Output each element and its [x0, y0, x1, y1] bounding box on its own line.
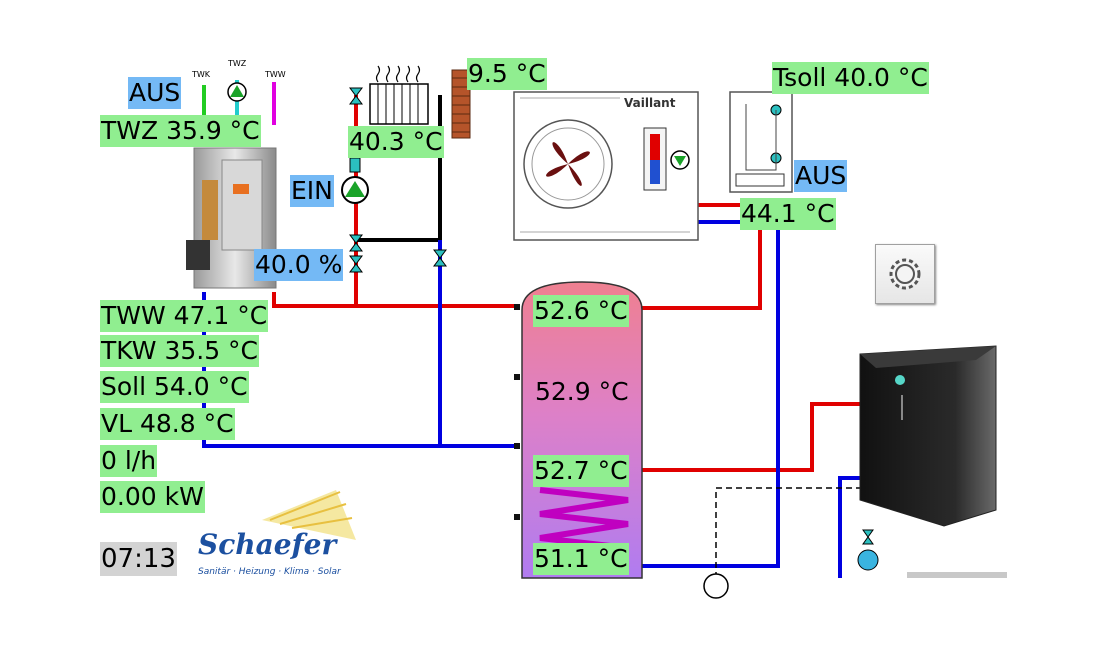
storage-tank: [514, 281, 643, 579]
heat-pump-status[interactable]: AUS: [794, 160, 848, 192]
tank-temp-bottom: 51.1 °C: [533, 543, 629, 575]
hp-flow-temp-label: 44.1 °C: [740, 198, 836, 230]
mixer-percent-label[interactable]: 40.0 %: [254, 249, 344, 281]
circulation-pump-icon: [227, 82, 247, 102]
flow-rate-label: 0 l/h: [100, 445, 158, 477]
soll-label: Soll 54.0 °C: [100, 371, 249, 403]
radiator-temp-label: 40.3 °C: [348, 126, 444, 158]
heating-pump-status[interactable]: EIN: [290, 175, 334, 207]
scrollbar[interactable]: [907, 572, 1007, 578]
expansion-vessel-icon: [857, 529, 879, 571]
label-twz-pipe: TWZ: [227, 59, 247, 68]
tank-temp-top: 52.6 °C: [533, 295, 629, 327]
pipe-boiler-return: [838, 476, 862, 578]
pipe-hp-return: [640, 228, 780, 568]
valve-icons: [349, 87, 447, 273]
circulation-status[interactable]: AUS: [128, 77, 182, 109]
tank-temp-middle: 52.7 °C: [533, 455, 629, 487]
vaillant-logo: Vaillant: [624, 96, 676, 110]
heat-pump-icon: Vaillant: [513, 91, 699, 241]
radiator-icon: [369, 65, 429, 125]
twz-label: TWZ 35.9 °C: [100, 115, 261, 147]
sensor-wire: [715, 487, 862, 578]
vl-label: VL 48.8 °C: [100, 408, 235, 440]
pipe-station-to-tank-hot: [272, 292, 520, 308]
tank-temp-upper: 52.9 °C: [535, 377, 629, 406]
pipe-hp-to-tank: [640, 228, 762, 310]
schaefer-name: Schaefer: [198, 528, 338, 561]
bottom-pump-icon: [703, 573, 729, 599]
brick-wall-icon: [451, 69, 471, 139]
tsoll-label: Tsoll 40.0 °C: [772, 62, 929, 94]
schaefer-tagline: Sanitär · Heizung · Klima · Solar: [198, 567, 342, 577]
gear-icon: [889, 258, 921, 290]
tww-label: TWW 47.1 °C: [100, 300, 269, 332]
label-twk: TWK: [191, 70, 211, 79]
pump-icon: [341, 157, 369, 204]
boiler-icon: [859, 345, 997, 527]
power-label: 0.00 kW: [100, 481, 205, 513]
settings-button[interactable]: [875, 244, 935, 304]
outdoor-temp-label: 9.5 °C: [467, 58, 547, 90]
clock: 07:13: [100, 542, 177, 576]
schaefer-logo: Schaefer Sanitär · Heizung · Klima · Sol…: [198, 490, 356, 577]
heat-pump-controller-icon: [729, 91, 793, 193]
label-tww-pipe: TWW: [264, 70, 286, 79]
tkw-label: TKW 35.5 °C: [100, 335, 260, 367]
pipe-boiler-flow: [638, 402, 862, 472]
